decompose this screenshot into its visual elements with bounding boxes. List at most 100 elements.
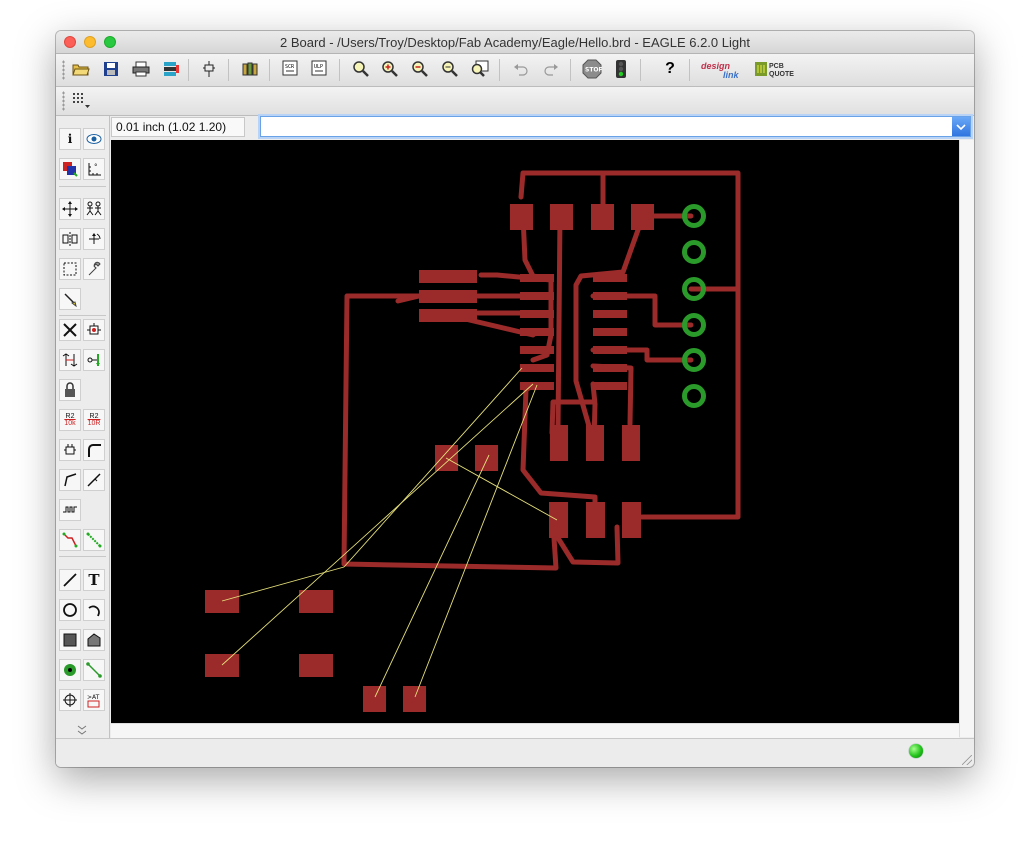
mirror-icon[interactable] [59, 228, 81, 250]
hole-icon[interactable] [59, 689, 81, 711]
delete-icon[interactable] [59, 319, 81, 341]
signal-icon[interactable] [83, 659, 105, 681]
pad[interactable] [550, 425, 568, 461]
pad[interactable] [593, 346, 627, 354]
thru-pad[interactable] [682, 384, 706, 408]
airwire[interactable] [374, 454, 490, 698]
airwires[interactable] [221, 367, 558, 698]
open-icon[interactable] [70, 58, 92, 80]
script-icon[interactable]: SCR [280, 58, 302, 80]
pad[interactable] [520, 310, 554, 318]
pad[interactable] [520, 292, 554, 300]
zoom-redraw-icon[interactable] [439, 58, 461, 80]
pad[interactable] [363, 686, 386, 712]
pad[interactable] [205, 590, 239, 613]
design-link-icon[interactable]: design link [701, 61, 739, 80]
airwire[interactable] [343, 367, 523, 568]
pad[interactable] [593, 328, 627, 336]
paste-icon[interactable] [59, 288, 81, 310]
trace[interactable] [555, 524, 621, 566]
trace[interactable] [555, 213, 563, 433]
pad[interactable] [622, 425, 640, 461]
thru-pad[interactable] [682, 348, 706, 372]
thru-pad[interactable] [682, 277, 706, 301]
pad[interactable] [419, 270, 477, 283]
smash-icon[interactable] [59, 439, 81, 461]
resize-handle[interactable] [962, 755, 972, 765]
board-canvas[interactable] [111, 140, 959, 723]
name-icon[interactable]: R2 10k [59, 409, 81, 431]
mark-icon[interactable]: ° [83, 158, 105, 180]
trace[interactable] [520, 213, 536, 279]
pad[interactable] [299, 590, 333, 613]
toolbar-grip[interactable] [62, 60, 65, 80]
circle-icon[interactable] [59, 599, 81, 621]
polygon-icon[interactable] [83, 629, 105, 651]
split-icon[interactable] [59, 469, 81, 491]
pad[interactable] [299, 654, 333, 677]
print-icon[interactable] [130, 58, 152, 80]
thru-pad[interactable] [682, 204, 706, 228]
close-button[interactable] [64, 36, 76, 48]
pcb-layout[interactable] [111, 140, 959, 723]
pad[interactable] [419, 290, 477, 303]
ulp-icon[interactable]: ULP [309, 58, 331, 80]
display-layers-icon[interactable] [59, 158, 81, 180]
grid-icon[interactable] [70, 89, 92, 111]
pad[interactable] [591, 204, 614, 230]
minimize-button[interactable] [84, 36, 96, 48]
airwire[interactable] [221, 383, 534, 666]
trace[interactable] [518, 170, 741, 520]
thru-pad[interactable] [682, 240, 706, 264]
add-icon[interactable] [83, 319, 105, 341]
ripup-icon[interactable] [83, 529, 105, 551]
lock-icon[interactable] [59, 379, 81, 401]
pad[interactable] [403, 686, 426, 712]
trace[interactable] [341, 293, 559, 571]
pad[interactable] [593, 274, 627, 282]
vertical-scrollbar[interactable] [959, 140, 974, 737]
toolbar-more-icon[interactable] [74, 723, 90, 737]
show-icon[interactable] [83, 128, 105, 150]
zoom-button[interactable] [104, 36, 116, 48]
trace[interactable] [573, 213, 646, 443]
zoom-in-icon[interactable] [379, 58, 401, 80]
zoom-fit-icon[interactable] [350, 58, 372, 80]
trace[interactable] [549, 399, 596, 436]
pad[interactable] [593, 382, 627, 390]
pad[interactable] [550, 204, 573, 230]
pad[interactable] [520, 328, 554, 336]
value-icon[interactable]: R2 10R [83, 409, 105, 431]
wire-icon[interactable] [59, 569, 81, 591]
miter-icon[interactable] [83, 439, 105, 461]
pad[interactable] [631, 204, 654, 230]
pad[interactable] [593, 292, 627, 300]
pad[interactable] [475, 445, 498, 471]
airwire[interactable] [445, 457, 558, 521]
zoom-out-icon[interactable] [409, 58, 431, 80]
toolbar-grip[interactable] [62, 91, 65, 111]
pad[interactable] [419, 309, 477, 322]
save-icon[interactable] [100, 58, 122, 80]
pad[interactable] [520, 274, 554, 282]
command-history-dropdown[interactable] [952, 117, 970, 136]
switch-schematic-icon[interactable] [198, 58, 220, 80]
airwire[interactable] [414, 384, 538, 698]
move-icon[interactable] [59, 198, 81, 220]
go-icon[interactable] [610, 58, 632, 80]
pad[interactable] [586, 502, 605, 538]
thru-pad[interactable] [682, 313, 706, 337]
pad[interactable] [520, 364, 554, 372]
through-hole-pads[interactable] [682, 204, 706, 408]
pad[interactable] [593, 310, 627, 318]
info-icon[interactable]: i [59, 128, 81, 150]
meander-icon[interactable] [59, 499, 81, 521]
pad[interactable] [622, 502, 641, 538]
library-icon[interactable] [239, 58, 261, 80]
route-icon[interactable] [59, 529, 81, 551]
pad[interactable] [510, 204, 533, 230]
pad[interactable] [549, 502, 568, 538]
command-input[interactable] [261, 117, 957, 137]
pad[interactable] [520, 346, 554, 354]
command-line[interactable] [260, 116, 971, 137]
